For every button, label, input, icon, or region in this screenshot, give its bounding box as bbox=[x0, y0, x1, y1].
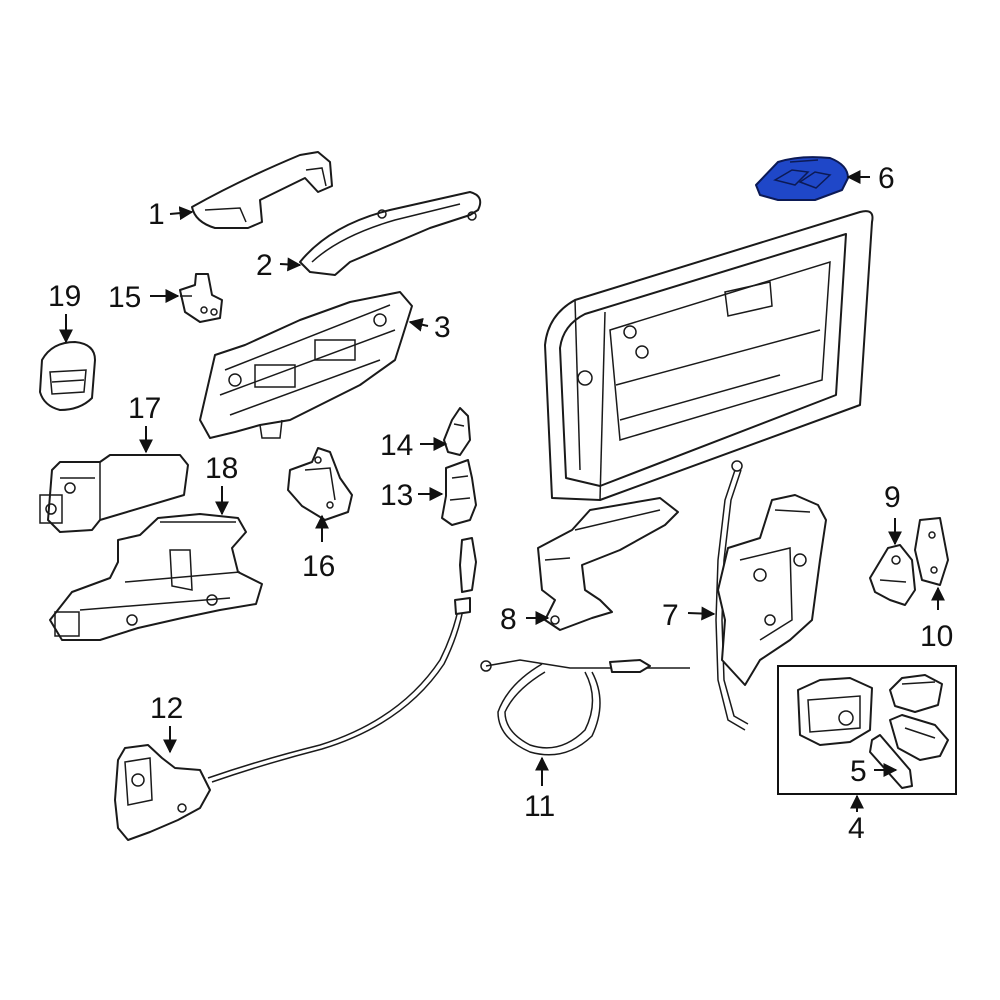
callout-16: 16 bbox=[302, 550, 335, 583]
part-10-shim bbox=[914, 517, 949, 586]
callout-3: 3 bbox=[434, 311, 451, 344]
part-1-outside-handle bbox=[191, 151, 333, 229]
callout-18: 18 bbox=[205, 452, 238, 485]
callout-17: 17 bbox=[128, 392, 161, 425]
part-17-housing bbox=[39, 454, 189, 533]
callout-4: 4 bbox=[848, 812, 865, 845]
part-16-bracket bbox=[287, 447, 353, 521]
part-11-release-cable bbox=[480, 659, 690, 756]
part-18-lock-actuator bbox=[49, 513, 263, 641]
part-9-striker bbox=[869, 544, 916, 606]
part-19-cap bbox=[39, 341, 96, 411]
callout-14: 14 bbox=[380, 429, 413, 462]
part-13-bracket bbox=[441, 459, 477, 526]
part-6-key-fob bbox=[755, 156, 849, 201]
callout-19: 19 bbox=[48, 280, 81, 313]
part-15-bracket bbox=[179, 273, 223, 323]
callout-10: 10 bbox=[920, 620, 953, 653]
part-14-clip bbox=[443, 407, 471, 456]
part-4-kit-box bbox=[777, 665, 957, 795]
part-2-handle-gasket bbox=[299, 191, 482, 276]
callout-9: 9 bbox=[884, 481, 901, 514]
part-12-actuator-cable bbox=[114, 537, 477, 841]
callout-11: 11 bbox=[524, 790, 555, 823]
callout-1: 1 bbox=[148, 198, 165, 231]
part-7-door-latch bbox=[715, 460, 827, 731]
door-frame-illustration bbox=[544, 210, 874, 501]
part-4-lock-kit bbox=[777, 665, 957, 795]
part-8-bracket bbox=[537, 497, 679, 631]
leader-lines bbox=[59, 170, 945, 812]
callout-8: 8 bbox=[500, 603, 517, 636]
callout-15: 15 bbox=[108, 281, 141, 314]
callout-6: 6 bbox=[878, 162, 895, 195]
callout-12: 12 bbox=[150, 692, 183, 725]
part-3-handle-carrier bbox=[199, 291, 413, 439]
callout-5: 5 bbox=[850, 755, 867, 788]
callout-7: 7 bbox=[662, 599, 679, 632]
callout-13: 13 bbox=[380, 479, 413, 512]
callout-2: 2 bbox=[256, 249, 273, 282]
callout-labels: 1 2 3 4 5 6 7 8 9 10 11 12 13 14 15 16 1… bbox=[48, 162, 953, 845]
